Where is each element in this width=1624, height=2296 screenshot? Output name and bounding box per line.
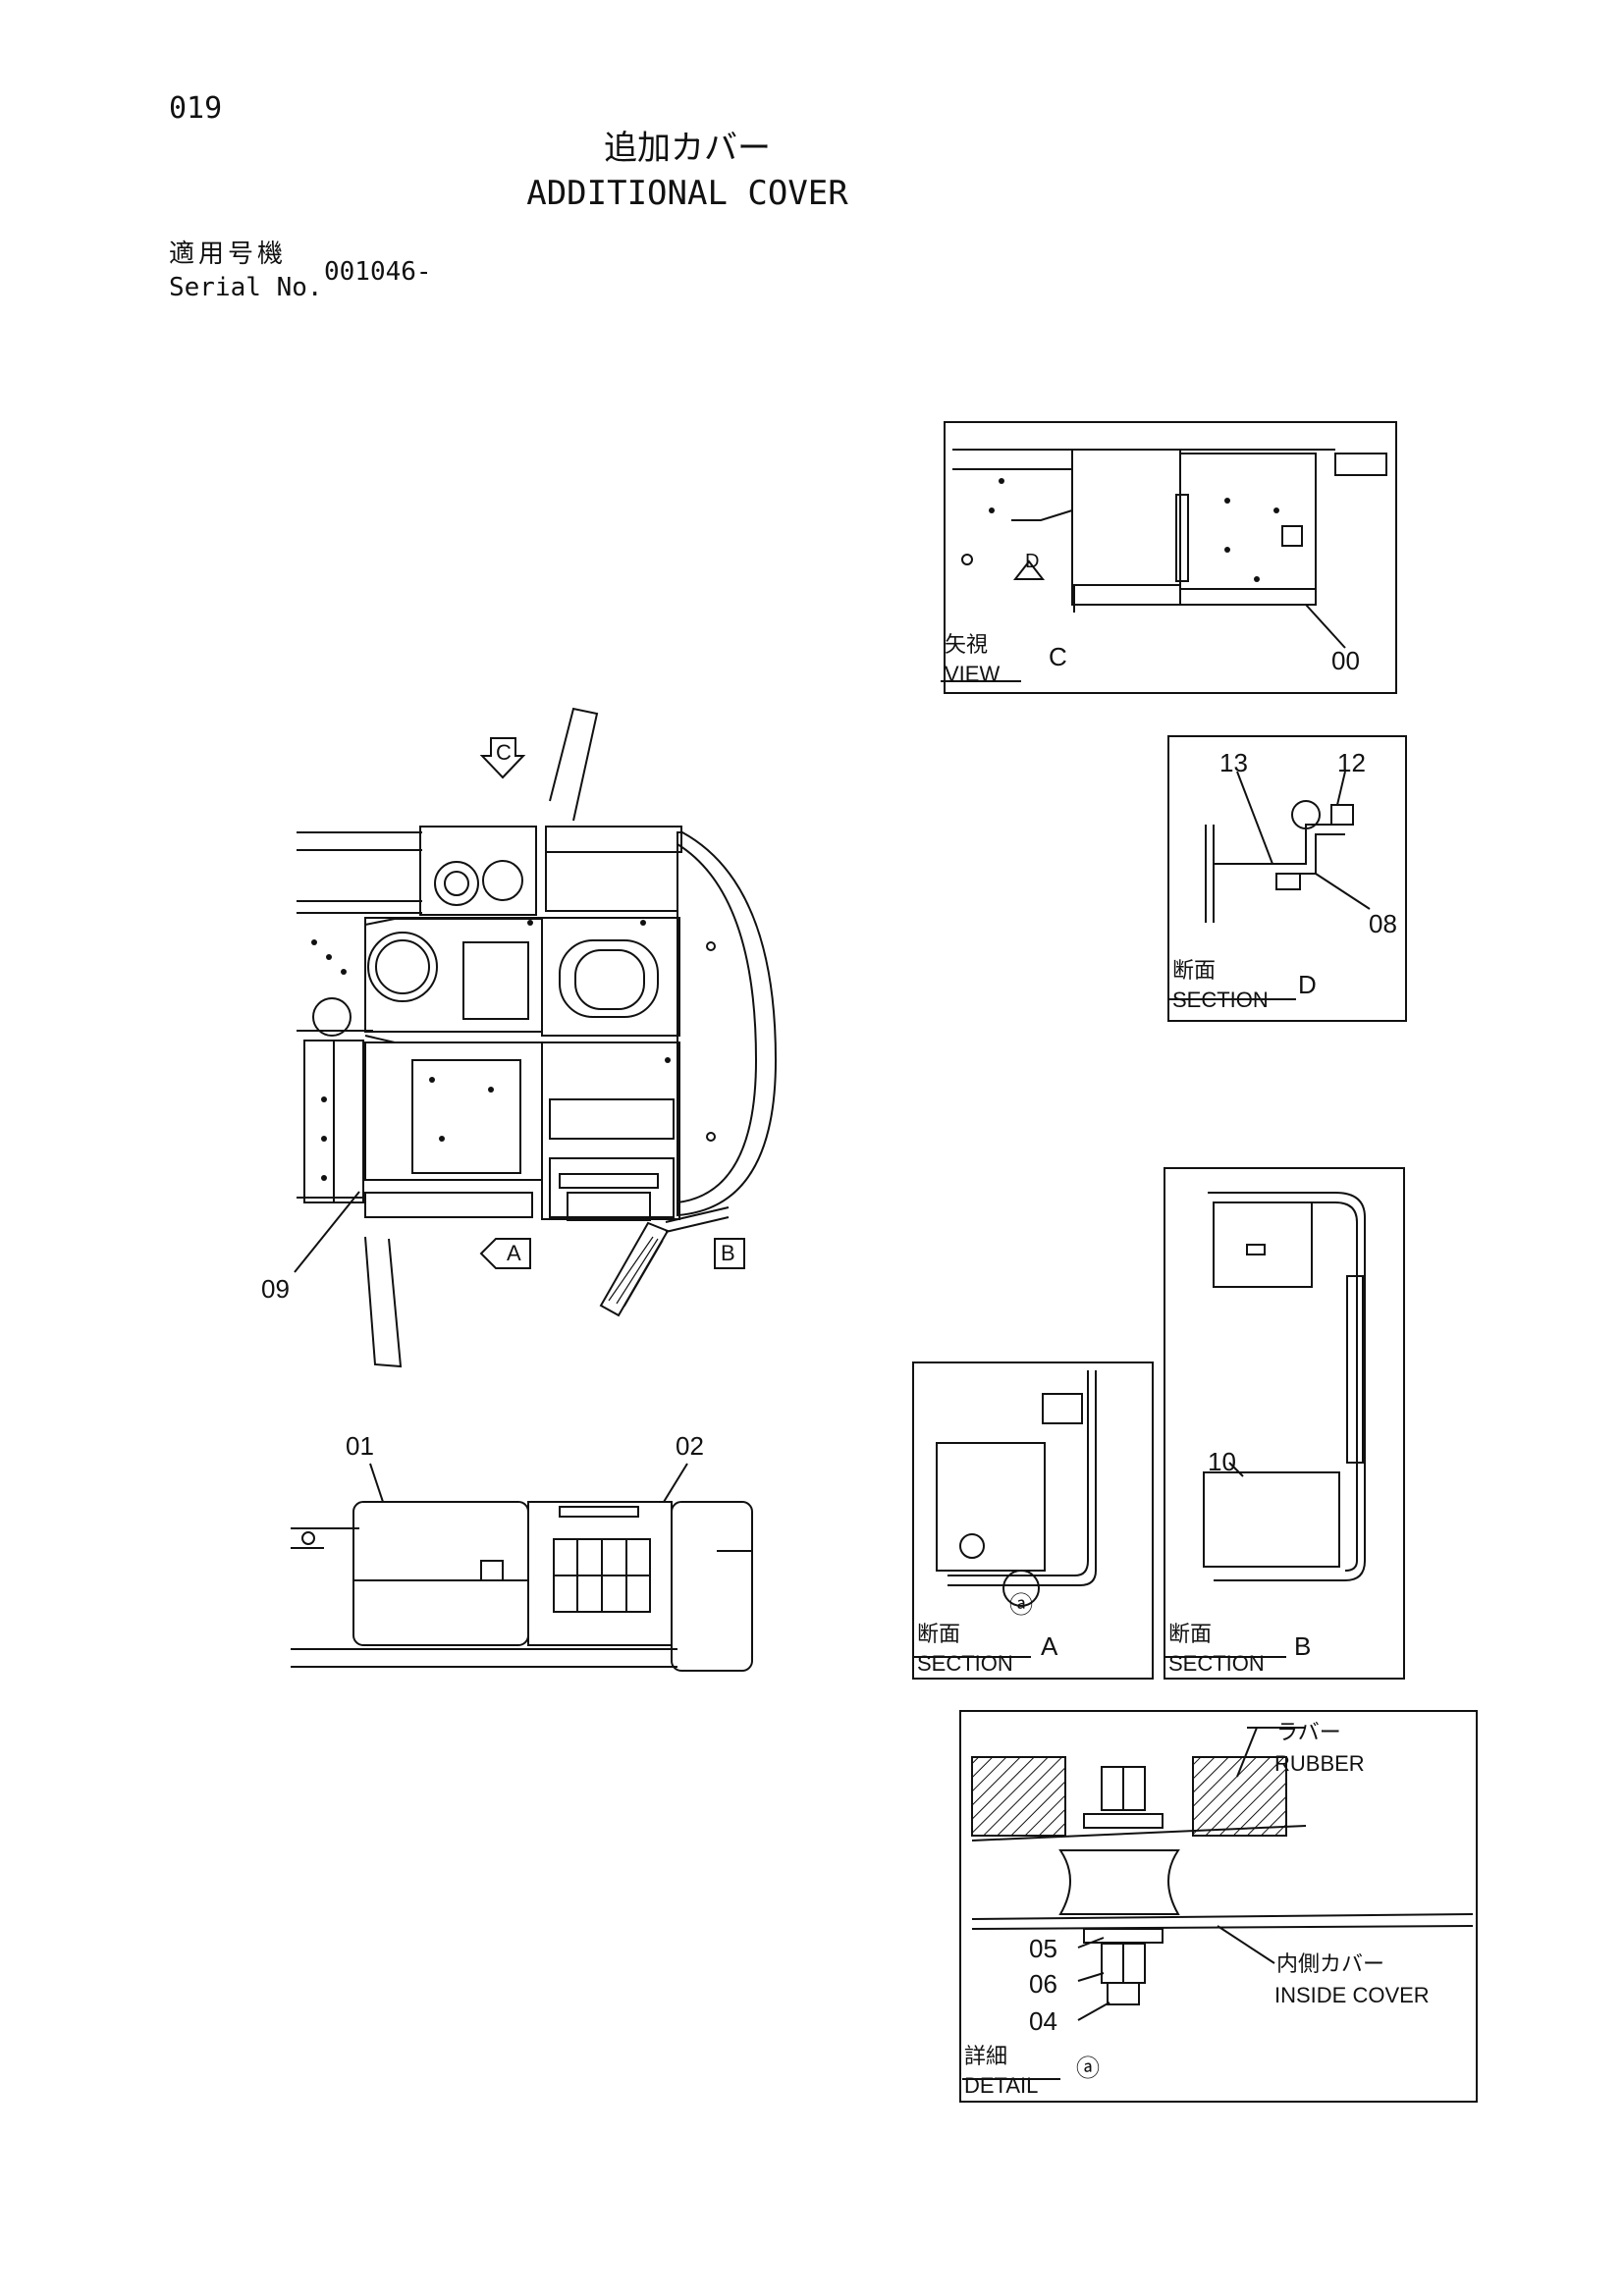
section-d-caption-en: SECTION	[1172, 988, 1269, 1012]
detail-a-panel	[959, 1710, 1478, 2103]
section-b-letter: B	[1294, 1631, 1312, 1661]
serial-number-value: 001046-	[324, 257, 432, 287]
view-c-panel	[941, 421, 1397, 694]
page-title-japanese: 追加カバー	[604, 129, 771, 168]
serial-label-japanese: 適用号機	[169, 240, 288, 269]
detail-a-caption-en: DETAIL	[964, 2073, 1039, 2098]
inside-cover-label-en: INSIDE COVER	[1274, 1983, 1430, 2007]
section-a-caption-jp: 断面	[917, 1622, 961, 1646]
rubber-label-en: RUBBER	[1274, 1751, 1365, 1776]
part-label-13: 13	[1219, 748, 1248, 777]
main-plan-view	[294, 707, 778, 1368]
view-c-caption-jp: 矢視	[945, 632, 989, 657]
serial-label-english: Serial No.	[169, 273, 323, 302]
part-label-10: 10	[1208, 1447, 1236, 1476]
part-label-06: 06	[1029, 1969, 1057, 1999]
section-a-caption-en: SECTION	[917, 1651, 1013, 1676]
part-label-08: 08	[1369, 909, 1397, 938]
part-label-00: 00	[1331, 646, 1360, 675]
detail-a-marker: ⓐ	[1009, 1592, 1033, 1619]
part-label-05: 05	[1029, 1934, 1057, 1963]
section-d-caption-jp: 断面	[1172, 958, 1217, 983]
section-d-letter: D	[1298, 970, 1317, 999]
side-elevation-view	[291, 1463, 753, 1672]
part-label-01: 01	[346, 1431, 374, 1461]
section-d-panel	[1167, 735, 1407, 1022]
part-label-12: 12	[1337, 748, 1366, 777]
inside-cover-label-jp: 内側カバー	[1276, 1951, 1385, 1976]
section-b-caption-jp: 断面	[1168, 1622, 1213, 1646]
section-b-panel	[1164, 1167, 1405, 1680]
section-b-marker: B	[721, 1241, 735, 1265]
detail-a-caption-jp: 詳細	[964, 2044, 1008, 2068]
view-c-marker: C	[496, 740, 512, 765]
section-d-marker: D	[1025, 551, 1040, 572]
section-b-caption-en: SECTION	[1168, 1651, 1265, 1676]
part-label-02: 02	[676, 1431, 704, 1461]
rubber-label-jp: ラバー	[1276, 1720, 1341, 1744]
page-number: 019	[169, 91, 223, 126]
view-c-caption-en: VIEW	[945, 662, 1001, 686]
detail-a-letter: ⓐ	[1076, 2056, 1100, 2082]
section-a-marker: A	[507, 1241, 521, 1265]
part-label-04: 04	[1029, 2006, 1057, 2036]
page-title-english: ADDITIONAL COVER	[526, 174, 848, 213]
section-a-letter: A	[1041, 1631, 1058, 1661]
section-a-panel	[912, 1362, 1154, 1680]
part-label-09: 09	[261, 1274, 290, 1304]
view-c-letter: C	[1049, 642, 1067, 671]
